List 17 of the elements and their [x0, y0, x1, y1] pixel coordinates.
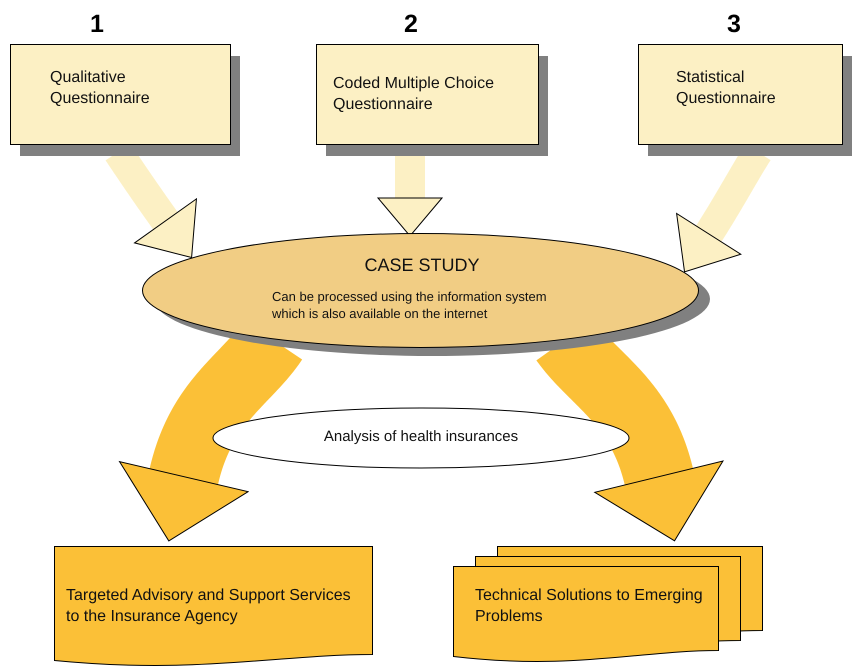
note-box	[10, 44, 240, 156]
step-number: 3	[727, 10, 741, 39]
node-text: Statistical Questionnaire	[676, 68, 777, 109]
step-number: 2	[404, 10, 418, 39]
heading: CASE STUDY	[363, 254, 481, 277]
node-text: Technical Solutions to Emerging Problems	[475, 586, 704, 627]
node-text: Can be processed using the information system which is also available on the internet	[272, 289, 548, 323]
node-text: Analysis of health insurances	[322, 427, 520, 446]
note-box	[638, 44, 852, 156]
step-number: 1	[90, 10, 104, 39]
node-text: Qualitative Questionnaire	[50, 68, 151, 109]
document-shape	[54, 546, 374, 668]
node-text: Coded Multiple Choice Questionnaire	[333, 74, 495, 115]
case-study-ellipse	[142, 233, 712, 357]
node-text: Targeted Advisory and Support Services to the Insurance Agency	[66, 586, 352, 627]
note-box	[316, 44, 548, 156]
analysis-ellipse	[212, 407, 630, 469]
